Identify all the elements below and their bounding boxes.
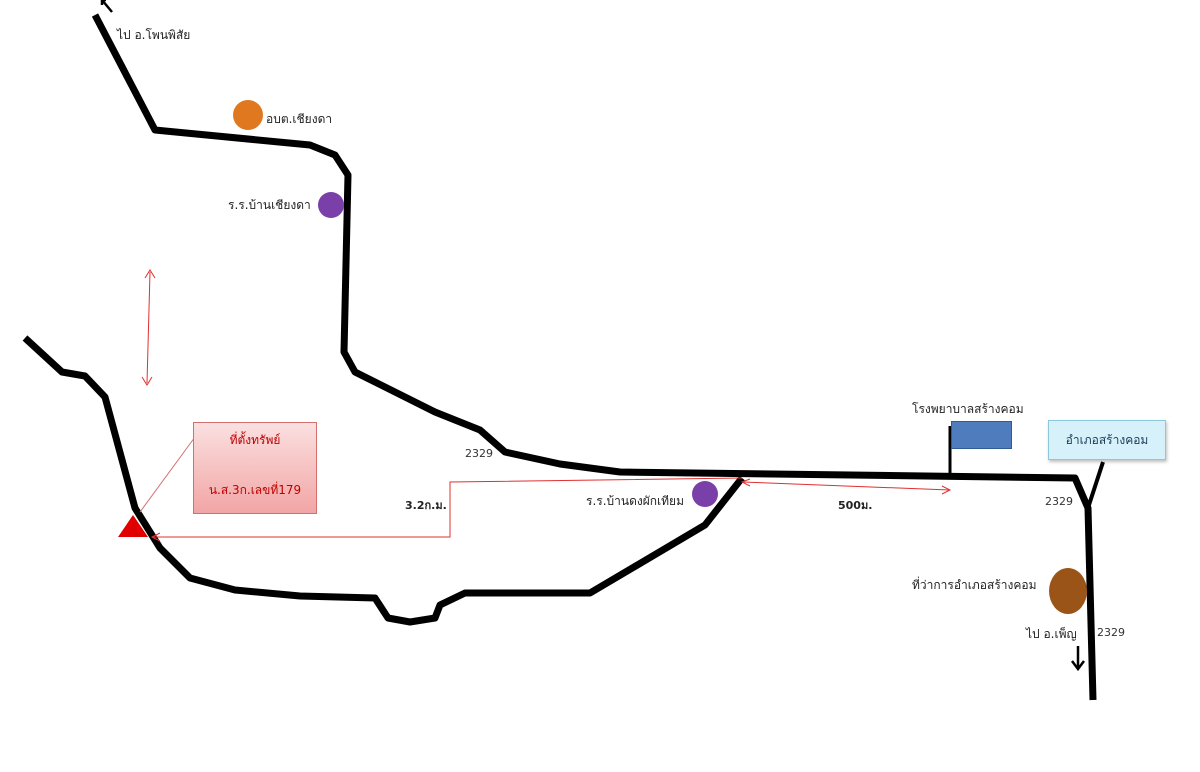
school-chiang-da-marker-icon bbox=[318, 192, 344, 218]
road-number-2329-a: 2329 bbox=[465, 447, 493, 460]
road-number-2329-b: 2329 bbox=[1045, 495, 1073, 508]
district-office-box: อำเภอสร้างคอม bbox=[1048, 420, 1166, 460]
label-school-chiang-da: ร.ร.บ้านเชียงดา bbox=[228, 198, 311, 212]
sao-chiang-da-marker-icon bbox=[233, 100, 263, 130]
label-district-office: ที่ว่าการอำเภอสร้างคอม bbox=[912, 578, 1037, 592]
property-marker-icon bbox=[118, 515, 148, 537]
property-callout bbox=[139, 436, 196, 513]
road-number-2329-c: 2329 bbox=[1097, 626, 1125, 639]
label-sao-chiang-da: อบต.เชียงดา bbox=[266, 112, 333, 126]
road-west bbox=[22, 335, 745, 626]
distance-500m: 500ม. bbox=[838, 499, 873, 512]
measure-500m bbox=[740, 478, 952, 495]
measure-vertical bbox=[141, 269, 156, 386]
property-deed: น.ส.3ก.เลขที่179 bbox=[208, 483, 302, 497]
distance-to-property: 3.2ก.ม. bbox=[405, 499, 447, 512]
school-dong-phak-thiam-marker-icon bbox=[692, 481, 718, 507]
road-north bbox=[91, 13, 1097, 701]
hospital-marker-icon bbox=[951, 421, 1012, 449]
property-info-box: ที่ตั้งทรัพย์ น.ส.3ก.เลขที่179 bbox=[193, 422, 317, 514]
label-to-phen: ไป อ.เพ็ญ bbox=[1026, 627, 1077, 641]
label-to-phon-phisai: ไป อ.โพนพิสัย bbox=[117, 28, 191, 42]
district-office-marker-icon bbox=[1049, 568, 1087, 614]
arrow-south-icon bbox=[1071, 646, 1085, 672]
label-school-dong-phak-thiam: ร.ร.บ้านดงผักเทียม bbox=[586, 494, 684, 508]
measure-route-to-property bbox=[150, 477, 743, 542]
property-title: ที่ตั้งทรัพย์ bbox=[229, 433, 281, 447]
road-spur-east bbox=[1086, 461, 1105, 509]
label-hospital: โรงพยาบาลสร้างคอม bbox=[912, 402, 1024, 416]
arrow-north-icon bbox=[100, 0, 113, 13]
